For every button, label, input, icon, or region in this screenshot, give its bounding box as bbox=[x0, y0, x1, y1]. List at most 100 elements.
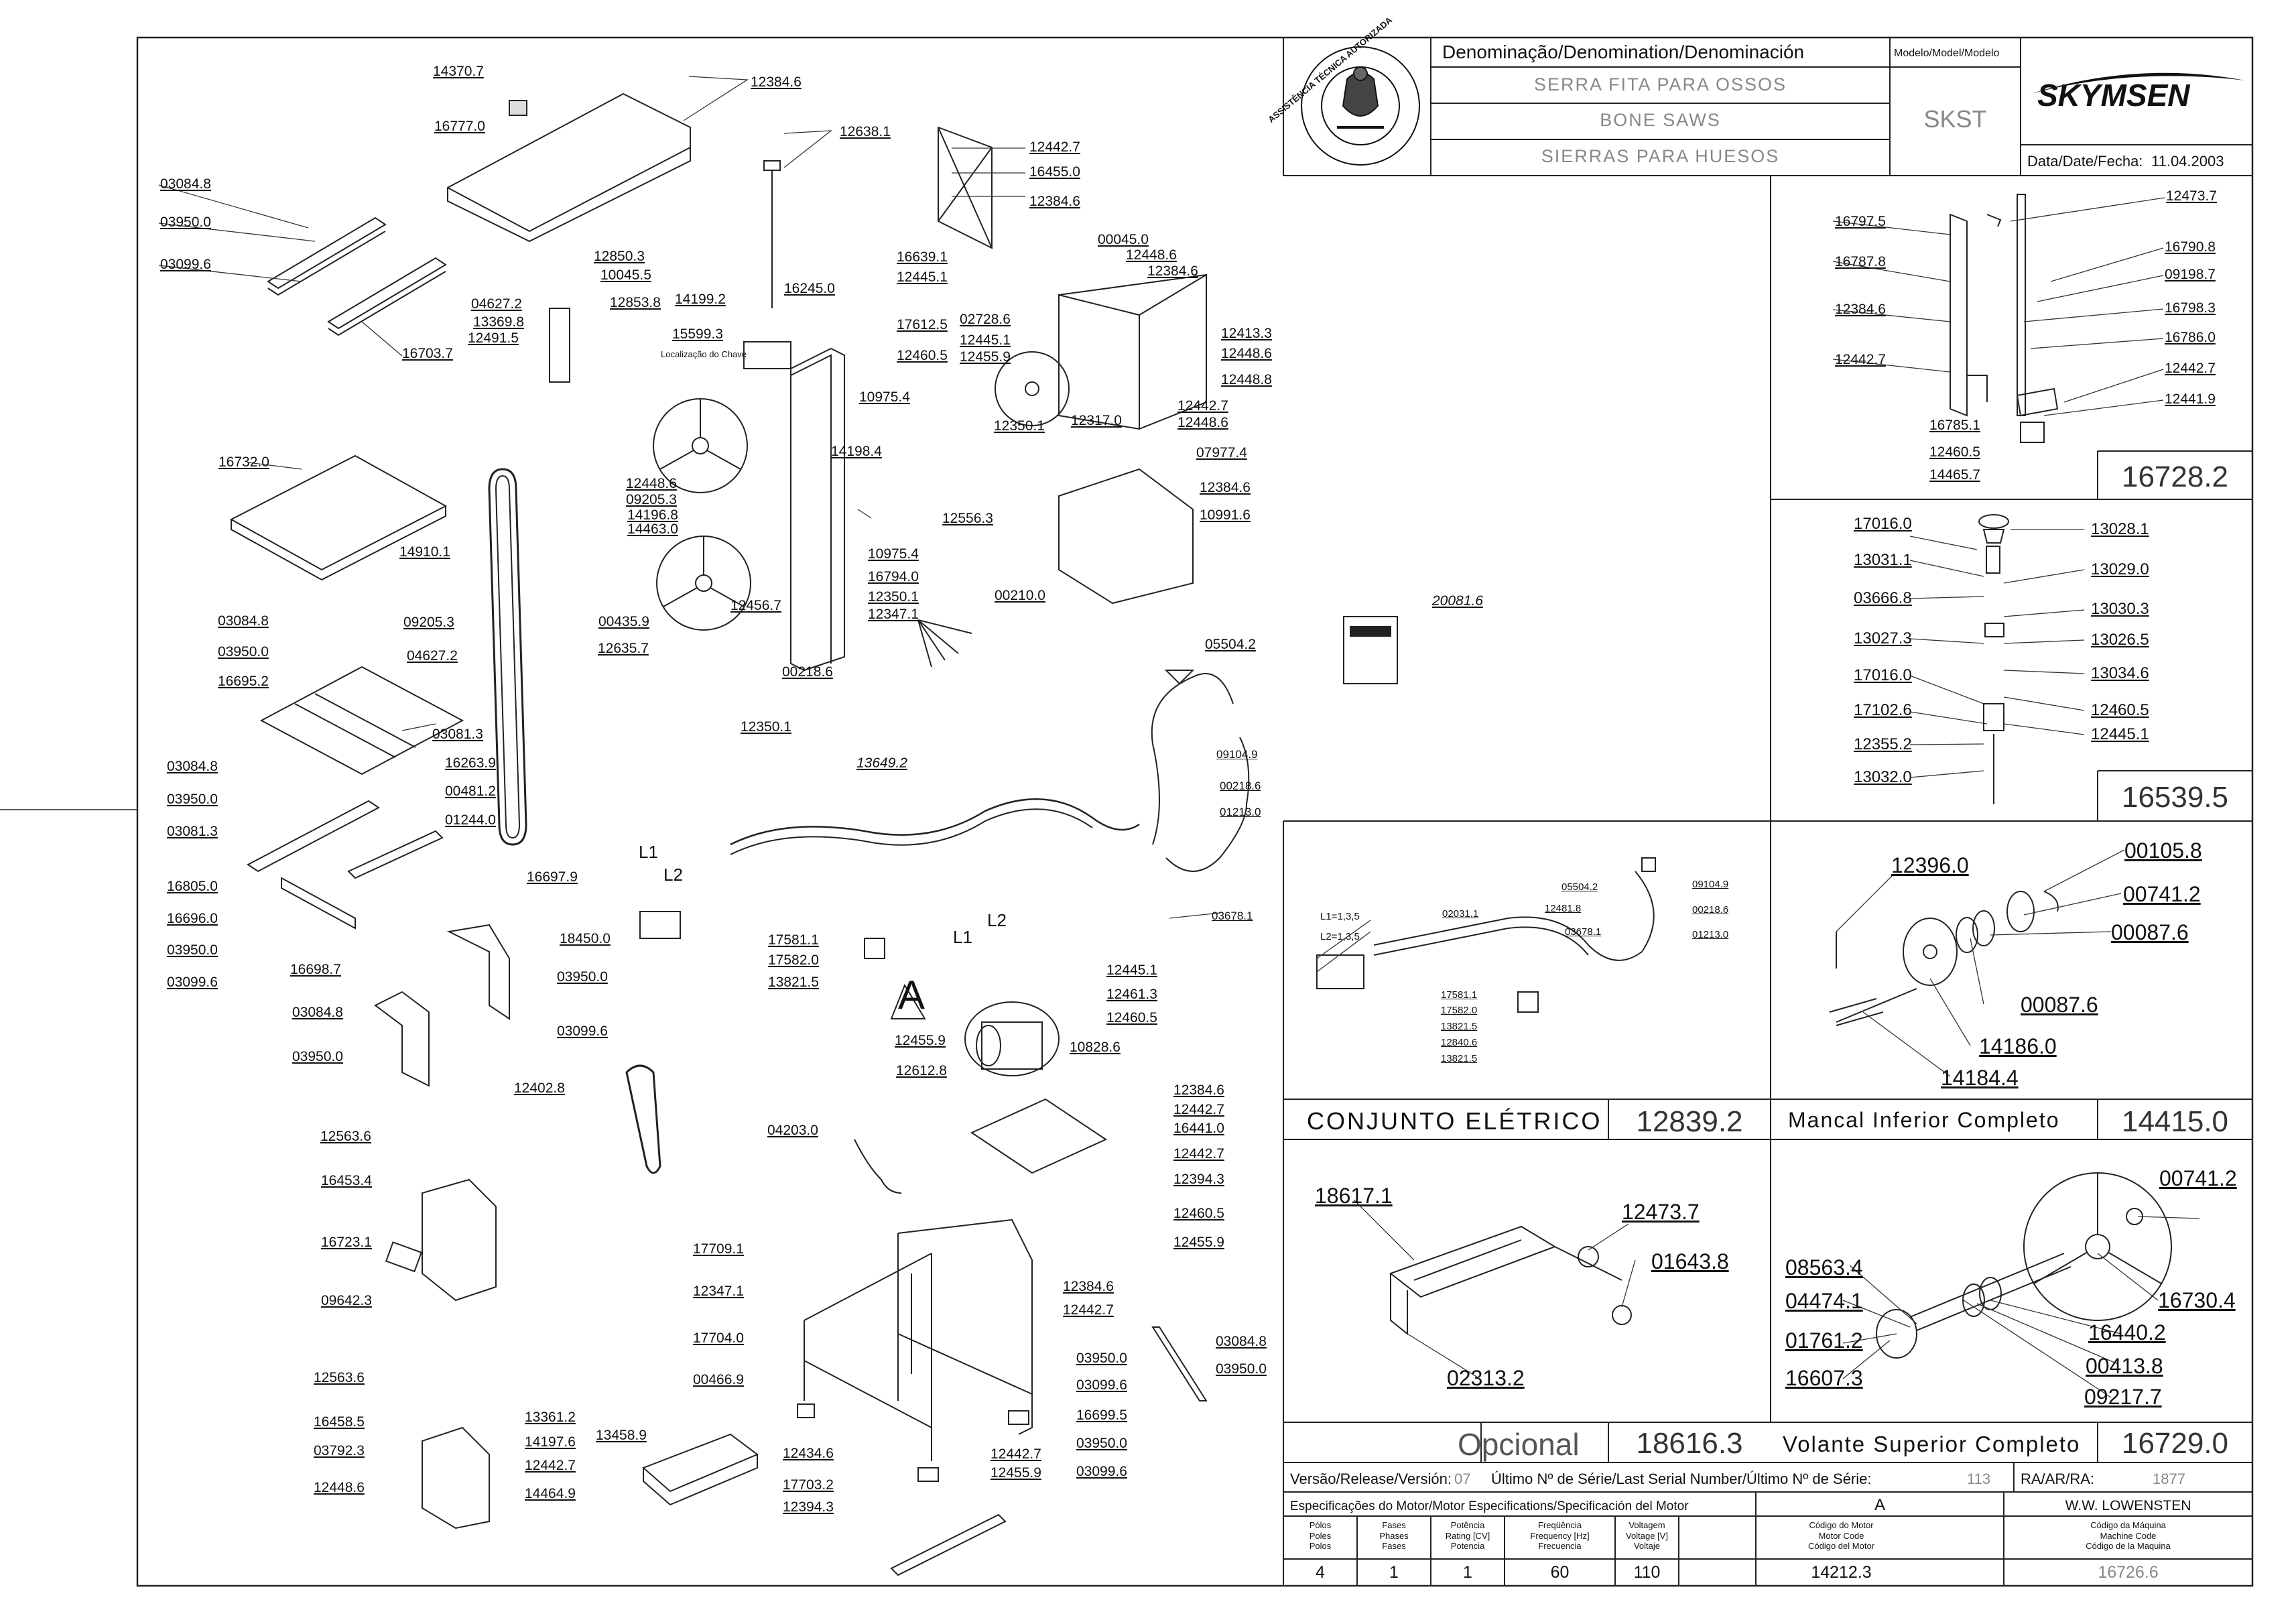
callout: 12635.7 bbox=[598, 641, 649, 656]
callout: 16797.5 bbox=[1835, 214, 1886, 229]
callout: 12455.9 bbox=[991, 1465, 1041, 1481]
callout: 12384.6 bbox=[1200, 480, 1251, 495]
callout: 00741.2 bbox=[2123, 882, 2201, 906]
callout: 03950.0 bbox=[167, 792, 218, 807]
callout: 15599.3 bbox=[672, 326, 723, 342]
spec-phases-value: 1 bbox=[1389, 1563, 1399, 1582]
callout: 03084.8 bbox=[292, 1005, 343, 1020]
callout: 16453.4 bbox=[321, 1173, 372, 1188]
motor-letter-marker: A bbox=[898, 973, 926, 1017]
callout: 14465.7 bbox=[1929, 467, 1980, 483]
callout: 12413.3 bbox=[1221, 326, 1272, 341]
subassembly-code-2: 16539.5 bbox=[2121, 781, 2229, 814]
callout: 00435.9 bbox=[598, 614, 649, 629]
lower-bearing-code: 14415.0 bbox=[2121, 1105, 2229, 1138]
callout: 00466.9 bbox=[693, 1372, 744, 1387]
callout: 04627.2 bbox=[471, 296, 522, 312]
callout: 04627.2 bbox=[407, 648, 458, 664]
callout: 10975.4 bbox=[859, 389, 910, 405]
serial-value: 113 bbox=[1967, 1471, 1991, 1487]
callout: 12460.5 bbox=[2091, 701, 2149, 719]
callout: 03099.6 bbox=[167, 975, 218, 990]
callout: 12350.1 bbox=[868, 589, 919, 605]
callout: 12442.7 bbox=[2165, 361, 2216, 376]
callout: 17581.1 bbox=[1441, 989, 1478, 1001]
callout: 12853.8 bbox=[610, 295, 661, 310]
callout: 12455.9 bbox=[895, 1033, 946, 1048]
ra-value: 1877 bbox=[2153, 1471, 2185, 1487]
callout: 03678.1 bbox=[1212, 910, 1253, 922]
callout: 14184.4 bbox=[1941, 1066, 2019, 1090]
optional-title: Opcional bbox=[1458, 1427, 1580, 1462]
callout: 14463.0 bbox=[627, 521, 678, 537]
callout: 16697.9 bbox=[527, 869, 578, 885]
callout: 16695.2 bbox=[218, 674, 269, 689]
callout: 12473.7 bbox=[1622, 1200, 1700, 1224]
callout: 17582.0 bbox=[768, 952, 819, 968]
callout: 17016.0 bbox=[1854, 515, 1912, 533]
callout: 09217.7 bbox=[2084, 1385, 2162, 1409]
callout: 02031.1 bbox=[1442, 908, 1479, 920]
callout: 12840.6 bbox=[1441, 1037, 1478, 1048]
callout: 09205.3 bbox=[403, 615, 454, 630]
spec-col-frequency-label: Freqüência Frequency [Hz] Frecuencia bbox=[1530, 1520, 1590, 1552]
callout: 17709.1 bbox=[693, 1241, 744, 1257]
callout: 14199.2 bbox=[675, 292, 726, 307]
callout: 16798.3 bbox=[2165, 300, 2216, 316]
callout: 16787.8 bbox=[1835, 254, 1886, 269]
machine-name-pt: SERRA FITA PARA OSSOS bbox=[1533, 74, 1787, 95]
callout: 12448.6 bbox=[1221, 346, 1272, 361]
callout: 12442.7 bbox=[1173, 1146, 1224, 1162]
date-value: 11.04.2003 bbox=[2151, 153, 2224, 170]
callout: 05504.2 bbox=[1205, 637, 1256, 652]
callout: 03950.0 bbox=[1216, 1361, 1267, 1377]
callout: 03081.3 bbox=[432, 727, 483, 742]
spec-machine-code-value: 16726.6 bbox=[2098, 1563, 2159, 1582]
callout: 17703.2 bbox=[783, 1477, 834, 1493]
callout: 13031.1 bbox=[1854, 551, 1912, 569]
callout: 12460.5 bbox=[897, 348, 948, 363]
callout: 01643.8 bbox=[1651, 1249, 1729, 1273]
callout: 01761.2 bbox=[1785, 1328, 1863, 1353]
spec-col-poles-label: Pólos Poles Polos bbox=[1309, 1520, 1332, 1552]
denomination-header: Denominação/Denomination/Denominación bbox=[1442, 42, 1805, 62]
callout: 00105.8 bbox=[2124, 838, 2202, 863]
callout: 16732.0 bbox=[218, 454, 269, 470]
spec-col-phases-label: Fases Phases Fases bbox=[1379, 1520, 1409, 1552]
spec-col-voltage-label: Voltagem Voltage [V] Voltaje bbox=[1626, 1520, 1668, 1552]
spec-poles-value: 4 bbox=[1316, 1563, 1325, 1582]
model-header: Modelo/Model/Modelo bbox=[1894, 48, 2000, 59]
callout: 13027.3 bbox=[1854, 629, 1912, 647]
callout: 12442.7 bbox=[1177, 398, 1228, 414]
callout: 12384.6 bbox=[1063, 1279, 1114, 1294]
callout: 12442.7 bbox=[1063, 1302, 1114, 1318]
callout: 12612.8 bbox=[896, 1063, 947, 1078]
callout: 12350.1 bbox=[994, 418, 1045, 434]
callout: 13030.3 bbox=[2091, 600, 2149, 618]
spec-col-motor-code-label: Código do Motor Motor Code Código del Mo… bbox=[1808, 1520, 1874, 1552]
callout: 12396.0 bbox=[1891, 853, 1969, 877]
callout: 03792.3 bbox=[314, 1443, 365, 1458]
optional-code: 18616.3 bbox=[1636, 1427, 1743, 1460]
callout: 16786.0 bbox=[2165, 330, 2216, 345]
callout: 12355.2 bbox=[1854, 735, 1912, 753]
callout: 14197.6 bbox=[525, 1434, 576, 1450]
callout: 12394.3 bbox=[783, 1499, 834, 1515]
callout: 12384.6 bbox=[751, 74, 802, 90]
callout: 13032.0 bbox=[1854, 768, 1912, 786]
callout: 12461.3 bbox=[1106, 987, 1157, 1002]
callout: 03099.6 bbox=[557, 1023, 608, 1039]
callout: 00218.6 bbox=[782, 664, 833, 680]
callout: 12563.6 bbox=[314, 1370, 365, 1385]
spec-col-rating-label: Potência Rating [CV] Potencia bbox=[1445, 1520, 1490, 1552]
l2-wiring-note: L2=1,3,5 bbox=[1320, 931, 1360, 942]
callout: 12347.1 bbox=[693, 1284, 744, 1299]
callout: 12455.9 bbox=[960, 349, 1011, 365]
callout: 17016.0 bbox=[1854, 666, 1912, 684]
callout: 12448.8 bbox=[1221, 372, 1272, 387]
callout: 12442.7 bbox=[1173, 1102, 1224, 1117]
callout: 10828.6 bbox=[1070, 1040, 1121, 1055]
callout: 16723.1 bbox=[321, 1235, 372, 1250]
callout: 03950.0 bbox=[557, 969, 608, 985]
callout: 17581.1 bbox=[768, 932, 819, 948]
